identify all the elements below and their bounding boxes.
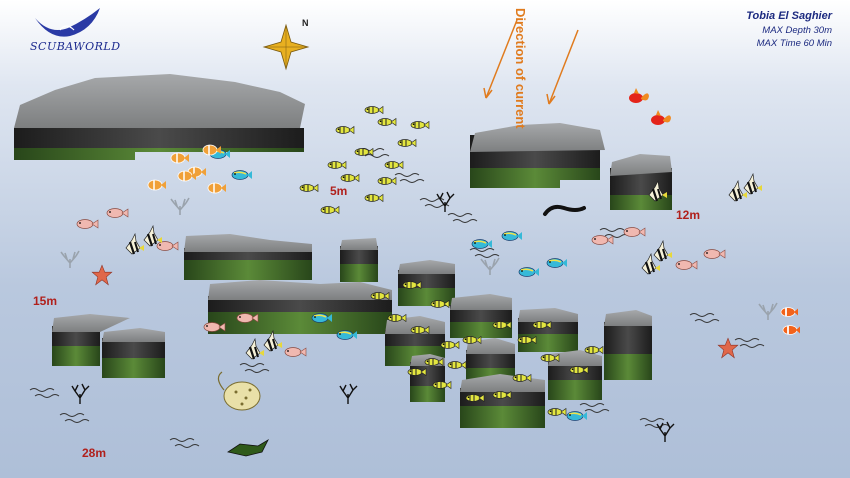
depth-label-15m: 15m [33,294,58,308]
compass-north-label: N [302,18,309,28]
reef-north-east-main [470,123,605,188]
max-time-label: MAX Time 60 Min [756,38,832,49]
compass-rose-icon [262,23,310,71]
max-depth-label: MAX Depth 30m [762,25,832,36]
depth-label-28m: 28m [82,446,107,460]
scubaworld-logo-icon [35,8,100,37]
depth-label-5m: 5m [330,184,348,198]
bottom-fish-icon [226,438,269,457]
reef-center-main [208,280,392,334]
fish-red-goldfish [629,88,671,125]
stingray-icon [217,371,261,411]
current-direction-label: Direction of current [513,8,528,129]
reef-center-pillar [340,238,378,282]
current-arrows [483,19,579,105]
site-name: Tobia El Saghier [746,10,832,22]
fish-clownfish [780,306,801,336]
moray-eel-icon [543,204,586,216]
reef-west-small [52,314,165,378]
reef-center-west [184,234,312,280]
reef-north-west [14,74,305,160]
depth-label-12m: 12m [676,208,701,222]
reef-north-east-small [610,154,672,210]
logo-text: SCUBAWORLD [30,40,121,53]
fish-butterfly [147,144,227,194]
starfish-icon [91,264,739,359]
